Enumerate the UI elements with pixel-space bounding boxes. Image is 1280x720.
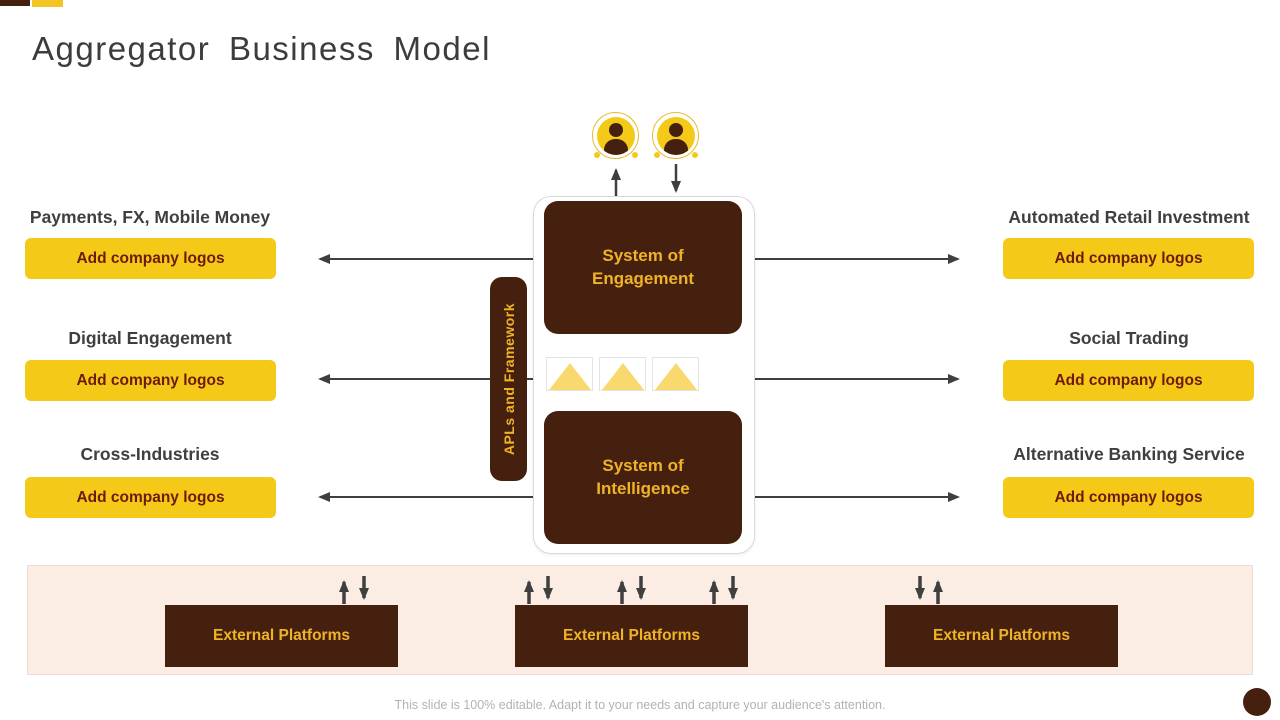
user-icon-ring bbox=[592, 112, 639, 159]
triangle-icon bbox=[546, 357, 593, 391]
user-icon bbox=[592, 112, 640, 160]
right-arrows bbox=[741, 254, 960, 502]
user-flow-arrows bbox=[611, 164, 681, 197]
top-accent-yellow bbox=[32, 0, 63, 7]
core-systems-panel: System of Engagement System of Intellige… bbox=[533, 196, 755, 554]
left-section-label-digital-engagement: Digital Engagement bbox=[68, 328, 232, 348]
external-platforms-box: External Platforms bbox=[165, 605, 398, 667]
right-section-label-automated-retail-investment: Automated Retail Investment bbox=[1008, 207, 1250, 227]
add-company-logos-button[interactable]: Add company logos bbox=[1003, 238, 1254, 279]
right-section-label-alternative-banking-service: Alternative Banking Service bbox=[1013, 444, 1245, 464]
external-platforms-box: External Platforms bbox=[885, 605, 1118, 667]
editable-note: This slide is 100% editable. Adapt it to… bbox=[394, 698, 886, 712]
corner-dot bbox=[1243, 688, 1271, 716]
apls-framework-bar: APLs and Framework bbox=[490, 277, 527, 481]
left-section-label-payments: Payments, FX, Mobile Money bbox=[29, 207, 271, 227]
user-icon-ring bbox=[652, 112, 699, 159]
page-title: Aggregator Business Model bbox=[32, 30, 491, 67]
left-section-label-cross-industries: Cross-Industries bbox=[80, 444, 220, 464]
add-company-logos-button[interactable]: Add company logos bbox=[25, 360, 276, 401]
user-icon bbox=[652, 112, 700, 160]
triangle-tiles bbox=[546, 357, 742, 391]
ring-node-icon bbox=[654, 152, 660, 158]
apls-framework-label: APLs and Framework bbox=[500, 302, 517, 456]
system-of-engagement-label: System of Engagement bbox=[591, 245, 695, 288]
add-company-logos-button[interactable]: Add company logos bbox=[1003, 477, 1254, 518]
add-company-logos-button[interactable]: Add company logos bbox=[1003, 360, 1254, 401]
triangle-icon bbox=[599, 357, 646, 391]
add-company-logos-button[interactable]: Add company logos bbox=[25, 238, 276, 279]
top-accent-brown bbox=[0, 0, 30, 6]
triangle-icon bbox=[652, 357, 699, 391]
right-section-label-social-trading: Social Trading bbox=[1069, 328, 1189, 348]
external-platforms-box: External Platforms bbox=[515, 605, 748, 667]
ring-node-icon bbox=[594, 152, 600, 158]
ring-node-icon bbox=[692, 152, 698, 158]
add-company-logos-button[interactable]: Add company logos bbox=[25, 477, 276, 518]
ring-node-icon bbox=[632, 152, 638, 158]
platform-arrows bbox=[339, 576, 943, 604]
system-of-engagement-box: System of Engagement bbox=[544, 201, 742, 334]
system-of-intelligence-label: System of Intelligence bbox=[596, 455, 690, 498]
system-of-intelligence-box: System of Intelligence bbox=[544, 411, 742, 544]
